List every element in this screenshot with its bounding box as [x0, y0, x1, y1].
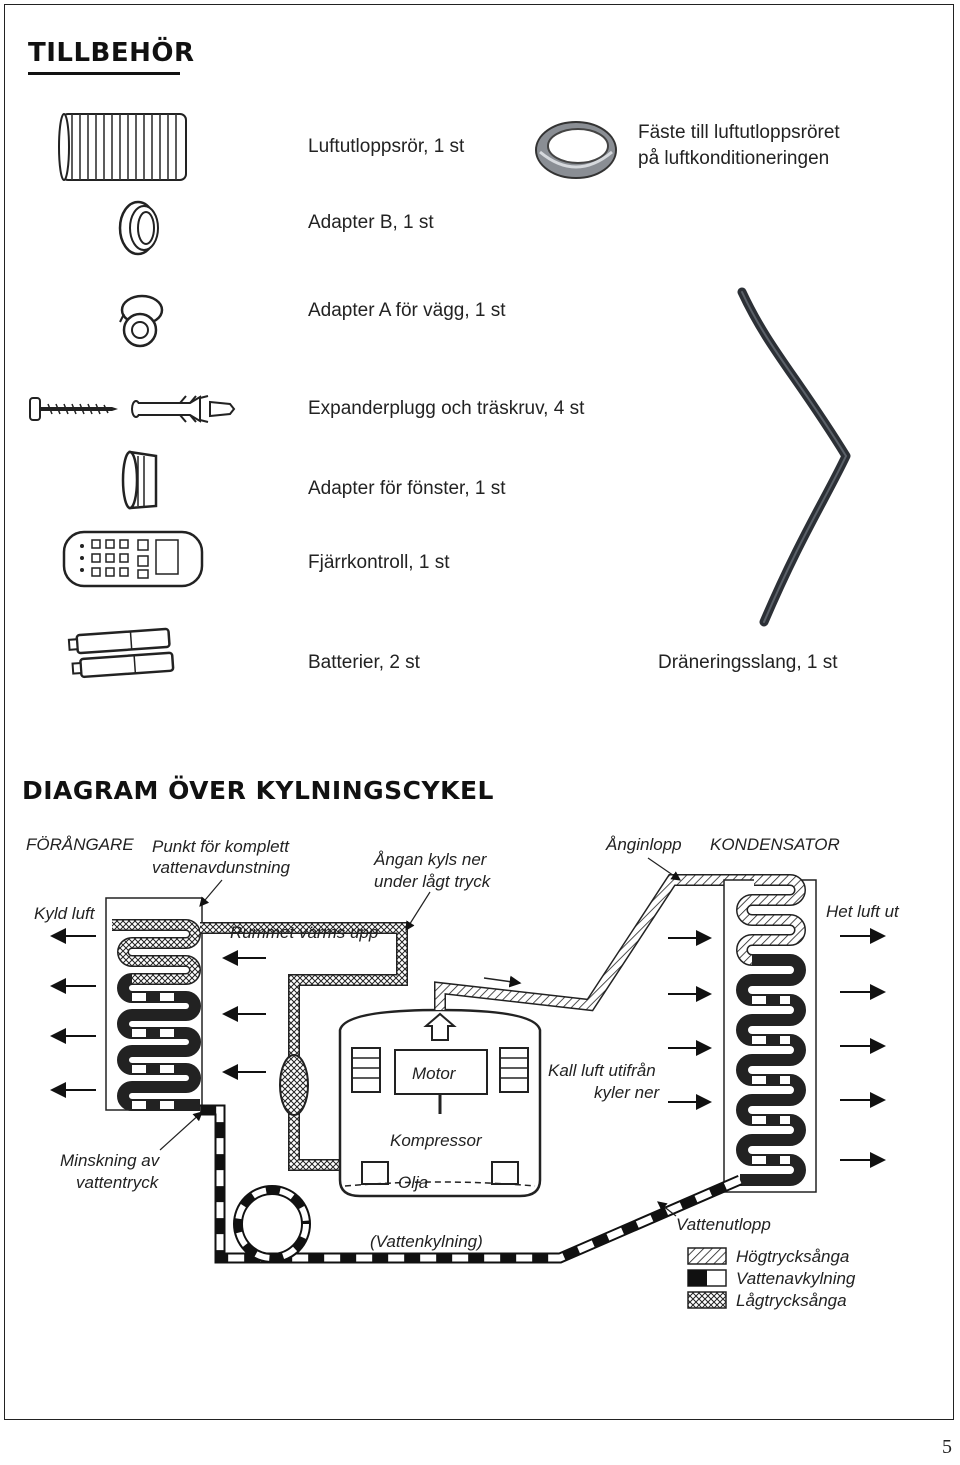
item-drain-hose: Dräneringsslang, 1 st: [658, 652, 838, 673]
label-pressure-drop-2: vattentryck: [76, 1173, 159, 1192]
page-number: 5: [942, 1436, 952, 1458]
label-vapor-inlet: Ånginlopp: [606, 835, 682, 854]
capillary-coil: [233, 1185, 311, 1263]
window-adapter-icon: [121, 450, 158, 510]
mount-label-line2: på luftkonditioneringen: [638, 148, 830, 169]
item-exhaust-hose: Luftutloppsrör, 1 st: [308, 136, 465, 157]
item-remote-control: Fjärrkontroll, 1 st: [308, 552, 450, 573]
label-water-outlet: Vattenutlopp: [676, 1215, 771, 1234]
legend-water-cooling: Vattenavkylning: [736, 1269, 856, 1288]
exhaust-hose-icon: [58, 113, 187, 181]
label-condenser: KONDENSATOR: [710, 835, 840, 854]
legend-high-pressure: Högtrycksånga: [736, 1247, 850, 1266]
adapter-b-icon: [118, 200, 159, 256]
legend-swatch-water: [687, 1269, 727, 1287]
label-cold-air-2: kyler ner: [594, 1083, 660, 1102]
label-vapor-cooled-1: Ångan kyls ner: [374, 850, 487, 869]
label-oil: Olja: [398, 1173, 429, 1192]
legend-swatch-low: [687, 1291, 727, 1309]
label-room-heated: Rummet värms upp: [230, 923, 379, 942]
label-compressor: Kompressor: [390, 1131, 482, 1150]
drain-hose-icon: [737, 287, 851, 627]
label-cooled-air: Kyld luft: [34, 904, 95, 923]
label-evap-point-1: Punkt för komplett: [152, 837, 290, 856]
accessories-title-underline: [28, 72, 180, 75]
wall-plug-icon: [131, 395, 236, 423]
item-adapter-a: Adapter A för vägg, 1 st: [308, 300, 506, 321]
item-window-adapter: Adapter för fönster, 1 st: [308, 478, 506, 499]
label-hot-air-out: Het luft ut: [826, 902, 899, 921]
page-frame: [4, 4, 954, 1420]
label-evap-point-2: vattenavdunstning: [152, 858, 290, 877]
item-adapter-b: Adapter B, 1 st: [308, 212, 434, 233]
label-pressure-drop-1: Minskning av: [60, 1151, 160, 1170]
item-screw-plug: Expanderplugg och träskruv, 4 st: [308, 398, 585, 419]
mounting-ring-icon: [535, 121, 617, 179]
batteries-icon: [67, 627, 175, 679]
screw-icon: [29, 397, 118, 421]
label-motor: Motor: [412, 1064, 456, 1083]
cooling-cycle-diagram: [50, 857, 886, 1309]
mount-label-line1: Fäste till luftutloppsröret: [638, 122, 840, 143]
item-batteries: Batterier, 2 st: [308, 652, 420, 673]
motor-box: [394, 1049, 488, 1095]
accessories-title: TILLBEHÖR: [28, 38, 195, 68]
legend-low-pressure: Lågtrycksånga: [736, 1291, 847, 1310]
label-vapor-cooled-2: under lågt tryck: [374, 872, 491, 891]
adapter-a-icon: [119, 294, 164, 348]
label-cold-air-1: Kall luft utifrån: [548, 1061, 656, 1080]
diagram-title: DIAGRAM ÖVER KYLNINGSCYKEL: [22, 776, 494, 805]
legend-swatch-high: [687, 1247, 727, 1265]
remote-control-icon: [62, 530, 204, 588]
label-evaporator: FÖRÅNGARE: [26, 835, 134, 854]
label-water-cooling: (Vattenkylning): [370, 1232, 483, 1251]
